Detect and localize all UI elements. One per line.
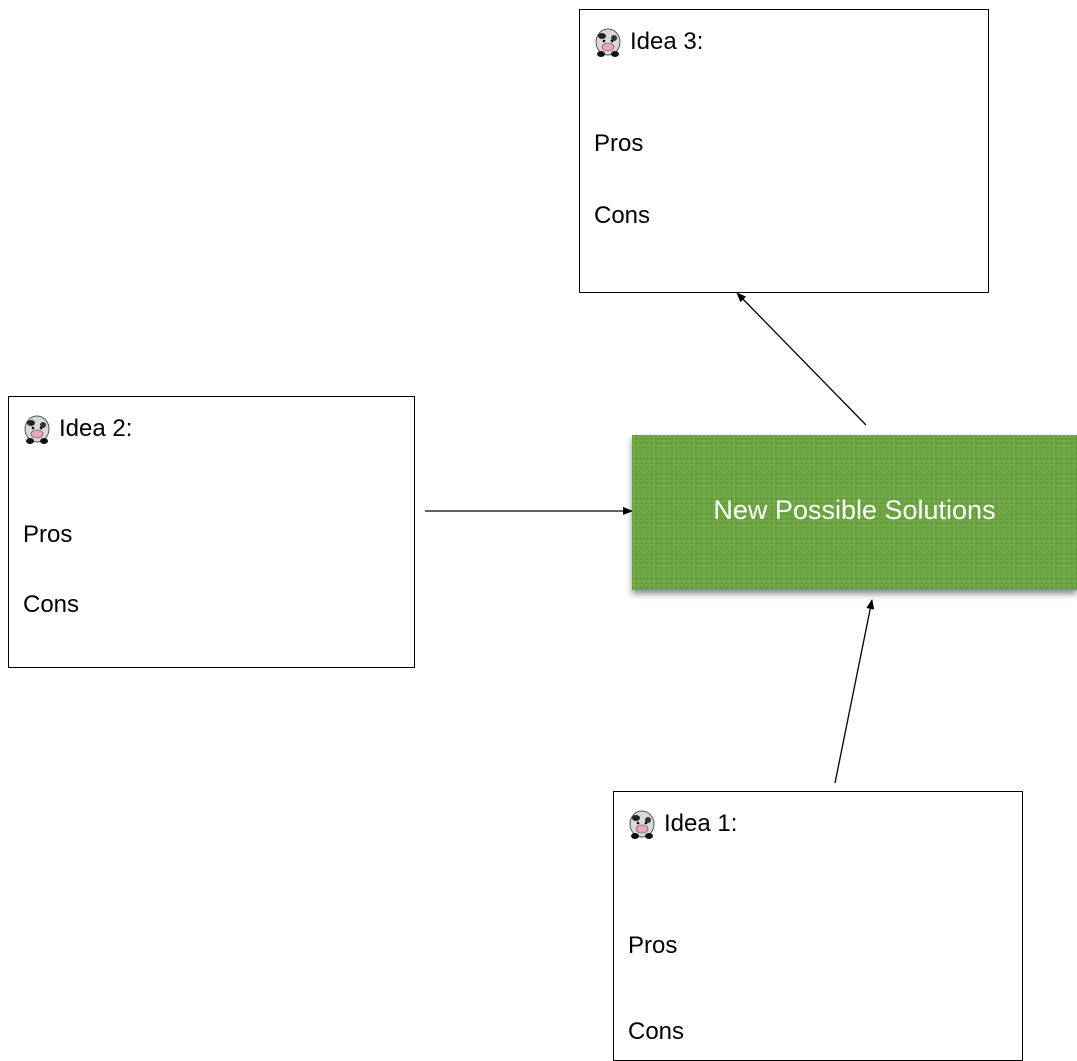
idea-header: Idea 2:: [23, 413, 132, 445]
cons-label: Cons: [594, 202, 651, 229]
cons-label: Cons: [23, 591, 80, 618]
cow-icon: [595, 28, 621, 57]
idea-card-3[interactable]: Idea 3: Pros Cons: [579, 9, 989, 293]
idea-card-2[interactable]: Idea 2: Pros Cons: [8, 396, 415, 668]
pros-label: Pros: [23, 521, 73, 548]
idea-title: Idea 1:: [664, 810, 738, 837]
idea-card-1[interactable]: Idea 1: Pros Cons: [613, 791, 1023, 1061]
pros-label: Pros: [594, 130, 644, 157]
idea-title: Idea 2:: [59, 415, 133, 442]
cow-icon: [629, 810, 655, 839]
idea-header: Idea 1:: [628, 808, 737, 840]
idea-header: Idea 3:: [594, 26, 703, 58]
solution-label: New Possible Solutions: [713, 495, 996, 525]
solution-node[interactable]: New Possible Solutions: [632, 435, 1077, 590]
cons-label: Cons: [628, 1018, 685, 1045]
arrow-to-idea-3: [736, 292, 867, 426]
pros-label: Pros: [628, 932, 678, 959]
idea-title: Idea 3:: [630, 28, 704, 55]
cow-icon: [24, 415, 50, 444]
arrow-from-idea-1: [834, 599, 875, 784]
